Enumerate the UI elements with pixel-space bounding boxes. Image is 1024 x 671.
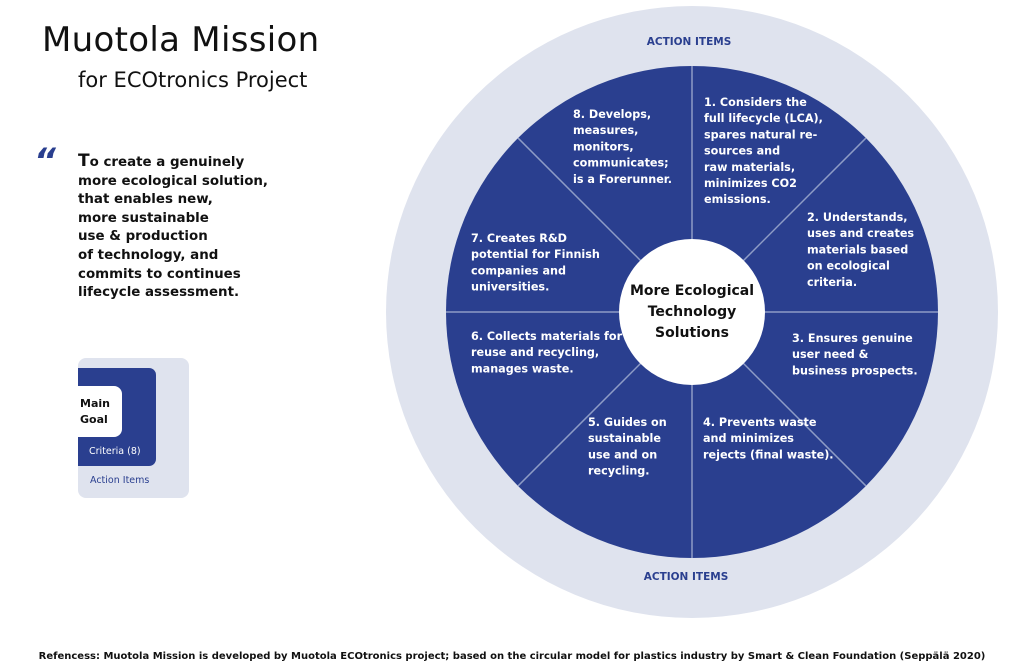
criteria-line: spares natural re-: [704, 128, 818, 141]
page-title: Muotola Mission: [42, 20, 320, 60]
criteria-item-7: 7. Creates R&D potential for Finnish compa…: [471, 232, 600, 294]
reference-footer: Refencess: Muotola Mission is developed …: [38, 651, 986, 662]
criteria-item-3: 3. Ensures genuine user need & business pr…: [792, 332, 918, 377]
main-goal-line: More Ecological: [630, 283, 754, 299]
legend-criteria-label: Criteria (8): [89, 446, 141, 457]
criteria-line: 3. Ensures genuine: [792, 332, 913, 345]
criteria-line: companies and: [471, 264, 566, 277]
criteria-line: uses and creates: [807, 227, 914, 240]
criteria-line: raw materials,: [704, 161, 795, 174]
criteria-line: measures,: [573, 124, 638, 137]
criteria-line: rejects (final waste).: [703, 448, 834, 461]
segment-divider: [743, 363, 867, 487]
criteria-line: universities.: [471, 281, 549, 294]
criteria-line: 7. Creates R&D: [471, 232, 567, 245]
main-goal-circle: [619, 239, 765, 385]
criteria-line: 2. Understands,: [807, 211, 908, 224]
segment-dividers: [446, 66, 938, 558]
mission-line: more ecological solution,: [78, 173, 269, 189]
criteria-labels: 1. Considers the full lifecycle (LCA), spa…: [471, 96, 918, 478]
legend-action-items-label: Action Items: [90, 475, 150, 486]
criteria-line: sources and: [704, 145, 780, 158]
main-goal-line: Solutions: [655, 325, 729, 341]
legend-main-goal-label: Main Goal: [80, 397, 110, 426]
segment-divider: [517, 363, 641, 487]
criteria-item-1: 1. Considers the full lifecycle (LCA), spa…: [704, 96, 823, 206]
mission-line: more sustainable: [78, 210, 209, 226]
mission-line: lifecycle assessment.: [78, 285, 240, 301]
criteria-item-2: 2. Understands, uses and creates materials…: [807, 211, 914, 289]
criteria-line: and minimizes: [703, 432, 794, 445]
mission-line: of technology, and: [78, 247, 219, 263]
criteria-line: minimizes CO2: [704, 177, 797, 190]
mission-statement: To create a genuinely more ecological sol…: [78, 152, 278, 303]
criteria-line: communicates;: [573, 157, 669, 170]
criteria-line: use and on: [588, 448, 657, 461]
criteria-line: 6. Collects materials for: [471, 330, 623, 343]
criteria-line: sustainable: [588, 432, 661, 445]
mission-line: To create a genuinely: [78, 151, 245, 171]
criteria-line: 8. Develops,: [573, 108, 651, 121]
criteria-line: 1. Considers the: [704, 96, 807, 109]
criteria-line: 5. Guides on: [588, 416, 667, 429]
criteria-line: full lifecycle (LCA),: [704, 112, 823, 125]
ring-label-bottom: ACTION ITEMS: [644, 571, 729, 583]
criteria-line: criteria.: [807, 276, 857, 289]
criteria-line: 4. Prevents waste: [703, 416, 817, 429]
ring-label-top: ACTION ITEMS: [647, 36, 732, 48]
criteria-line: reuse and recycling,: [471, 346, 599, 359]
page-subtitle: for ECOtronics Project: [78, 68, 308, 92]
segment-divider: [743, 137, 867, 261]
criteria-line: emissions.: [704, 193, 771, 206]
mission-line: use & production: [78, 229, 208, 245]
criteria-item-6: 6. Collects materials for reuse and recyc…: [471, 330, 623, 375]
criteria-line: manages waste.: [471, 362, 574, 375]
criteria-line: user need &: [792, 348, 869, 361]
quote-icon: “: [34, 141, 56, 181]
criteria-line: on ecological: [807, 260, 890, 273]
criteria-line: materials based: [807, 243, 908, 256]
criteria-line: monitors,: [573, 140, 634, 153]
criteria-line: business prospects.: [792, 364, 918, 377]
criteria-item-5: 5. Guides on sustainable use and on recycli…: [588, 416, 667, 478]
criteria-item-8: 8. Develops, measures, monitors, communicat…: [573, 108, 672, 186]
criteria-line: is a Forerunner.: [573, 173, 672, 186]
mission-line: commits to continues: [78, 266, 241, 282]
segment-divider: [517, 137, 641, 261]
main-goal-line: Technology: [648, 304, 737, 320]
criteria-line: potential for Finnish: [471, 248, 600, 261]
mission-line: that enables new,: [78, 192, 213, 208]
criteria-item-4: 4. Prevents waste and minimizes rejects (f…: [703, 416, 834, 461]
legend-main-goal-box: [78, 386, 122, 437]
criteria-line: recycling.: [588, 465, 650, 478]
